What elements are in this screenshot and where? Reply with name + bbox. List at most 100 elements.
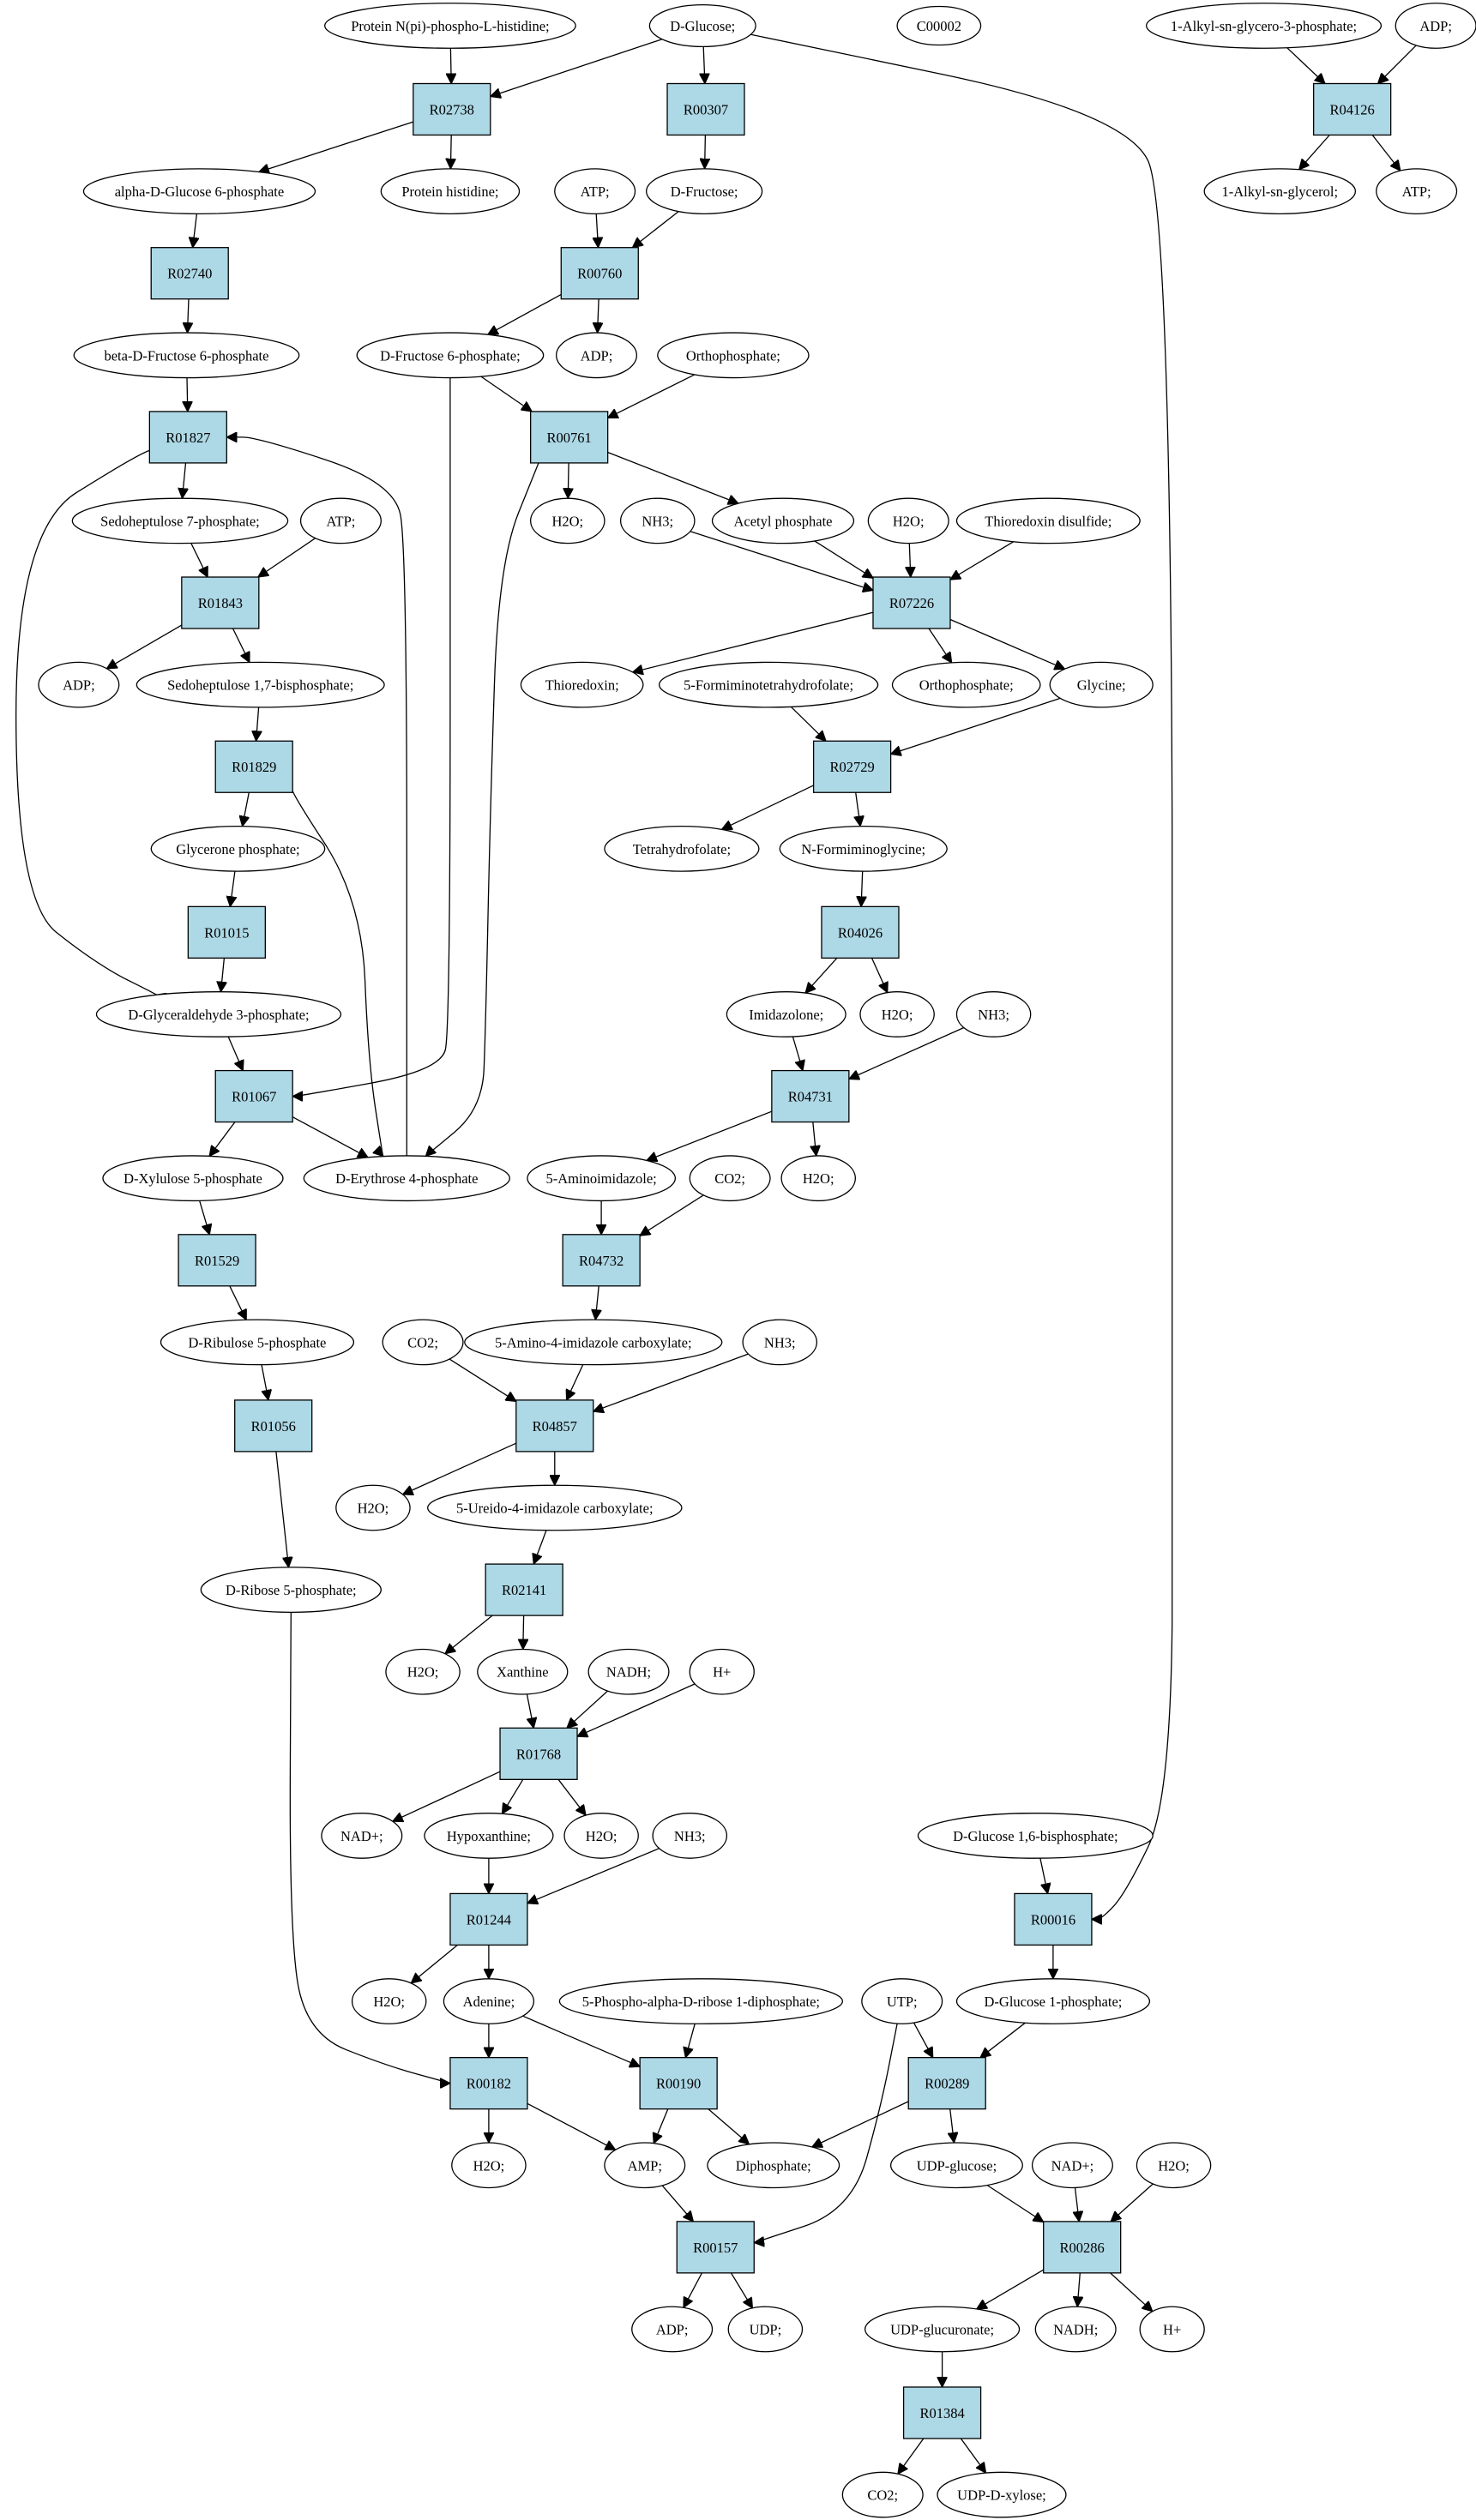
reaction-node[interactable]: R00760 [560,247,639,300]
compound-ellipse[interactable] [779,825,948,872]
compound-ellipse[interactable] [82,168,316,214]
compound-ellipse[interactable] [657,332,810,379]
reaction-box[interactable] [515,1399,594,1452]
compound-ellipse[interactable] [604,825,760,872]
reaction-box[interactable] [150,247,229,300]
reaction-node[interactable]: R00182 [449,2057,528,2110]
reaction-box[interactable] [771,1069,850,1123]
compound-ellipse[interactable] [859,991,935,1037]
compound-ellipse[interactable] [102,1155,284,1202]
reaction-node[interactable]: R02729 [812,740,892,793]
reaction-node[interactable]: R02141 [485,1563,563,1616]
compound-ellipse[interactable] [356,332,545,379]
compound-ellipse[interactable] [1049,661,1154,708]
compound-ellipse[interactable] [160,1319,355,1366]
reaction-node[interactable]: R02740 [150,247,229,300]
compound-node[interactable]: Protein histidine; [380,168,521,214]
reaction-node[interactable]: R01384 [902,2386,982,2439]
reaction-box[interactable] [812,740,892,793]
compound-node[interactable]: AMP; [604,2142,686,2189]
compound-ellipse[interactable] [1034,2306,1117,2353]
compound-ellipse[interactable] [299,497,382,544]
compound-node[interactable]: CO2; [689,1155,771,1202]
compound-node[interactable]: 5-Aminoimidazole; [527,1155,677,1202]
compound-node[interactable]: NADH; [1034,2306,1117,2353]
compound-ellipse[interactable] [727,2306,804,2353]
reaction-node[interactable]: R04026 [821,905,900,959]
compound-ellipse[interactable] [1031,2142,1113,2189]
compound-node[interactable]: UDP-glucose; [889,2142,1023,2189]
compound-ellipse[interactable] [742,1319,818,1366]
compound-node[interactable]: Tetrahydrofolate; [604,825,760,872]
compound-node[interactable]: 1-Alkyl-sn-glycerol; [1203,168,1357,214]
compound-ellipse[interactable] [1136,2142,1212,2189]
compound-ellipse[interactable] [645,168,763,214]
compound-node[interactable]: ADP; [556,332,638,379]
compound-node[interactable]: Imidazolone; [726,991,846,1037]
compound-node[interactable]: UDP-glucuronate; [864,2306,1021,2353]
compound-node[interactable]: D-Xylulose 5-phosphate [102,1155,284,1202]
compound-ellipse[interactable] [841,2471,924,2518]
compound-ellipse[interactable] [380,168,521,214]
compound-node[interactable]: Thioredoxin disulfide; [955,497,1141,544]
compound-node[interactable]: UDP-D-xylose; [937,2471,1067,2518]
reaction-box[interactable] [214,1069,293,1123]
compound-ellipse[interactable] [136,661,385,708]
compound-ellipse[interactable] [889,2142,1023,2189]
compound-ellipse[interactable] [707,2142,840,2189]
compound-node[interactable]: D-Glucose; [648,3,756,48]
compound-ellipse[interactable] [587,1648,670,1695]
compound-ellipse[interactable] [451,2142,527,2189]
compound-node[interactable]: H2O; [780,1155,857,1202]
compound-node[interactable]: D-Glucose 1,6-bisphosphate; [917,1813,1154,1859]
compound-node[interactable]: Glycerone phosphate; [150,825,326,872]
compound-ellipse[interactable] [563,1813,639,1859]
compound-ellipse[interactable] [864,2306,1021,2353]
compound-ellipse[interactable] [619,497,696,544]
compound-node[interactable]: Protein N(pi)-phospho-L-histidine; [324,3,576,49]
reaction-box[interactable] [562,1234,641,1287]
compound-ellipse[interactable] [1146,3,1383,49]
compound-node[interactable]: Hypoxanthine; [424,1813,554,1859]
compound-ellipse[interactable] [689,1155,771,1202]
reaction-box[interactable] [449,1892,528,1946]
reaction-box[interactable] [485,1563,563,1616]
compound-ellipse[interactable] [955,1978,1151,2024]
compound-ellipse[interactable] [896,5,982,46]
compound-node[interactable]: 1-Alkyl-sn-glycero-3-phosphate; [1146,3,1383,49]
reaction-node[interactable]: R01056 [234,1399,313,1452]
compound-ellipse[interactable] [955,991,1032,1037]
reaction-node[interactable]: R01529 [178,1234,256,1287]
reaction-node[interactable]: R00761 [530,411,609,464]
compound-ellipse[interactable] [658,661,879,708]
compound-node[interactable]: D-Glucose 1-phosphate; [955,1978,1151,2024]
reaction-node[interactable]: R00190 [639,2057,718,2110]
compound-node[interactable]: H2O; [867,497,949,544]
compound-node[interactable]: D-Glyceraldehyde 3-phosphate; [95,991,342,1037]
compound-node[interactable]: Sedoheptulose 7-phosphate; [71,497,289,544]
compound-ellipse[interactable] [324,3,576,49]
reaction-box[interactable] [676,2221,755,2274]
reaction-node[interactable]: R00016 [1014,1892,1093,1946]
compound-ellipse[interactable] [780,1155,857,1202]
compound-node[interactable]: Glycine; [1049,661,1154,708]
compound-ellipse[interactable] [464,1319,723,1366]
reaction-node[interactable]: R04731 [771,1069,850,1123]
compound-ellipse[interactable] [385,1648,461,1695]
reaction-box[interactable] [872,576,951,629]
compound-node[interactable]: ATP; [554,168,636,214]
compound-ellipse[interactable] [427,1484,683,1531]
compound-node[interactable]: H2O; [1136,2142,1212,2189]
compound-node[interactable]: CO2; [841,2471,924,2518]
reaction-node[interactable]: R01829 [214,740,293,793]
compound-ellipse[interactable] [73,332,300,379]
compound-ellipse[interactable] [917,1813,1154,1859]
reaction-box[interactable] [214,740,293,793]
reaction-box[interactable] [499,1727,578,1780]
reaction-node[interactable]: R04857 [515,1399,594,1452]
compound-node[interactable]: N-Formiminoglycine; [779,825,948,872]
compound-node[interactable]: ATP; [299,497,382,544]
compound-ellipse[interactable] [530,497,605,544]
compound-ellipse[interactable] [424,1813,554,1859]
compound-node[interactable]: ADP; [38,661,120,708]
